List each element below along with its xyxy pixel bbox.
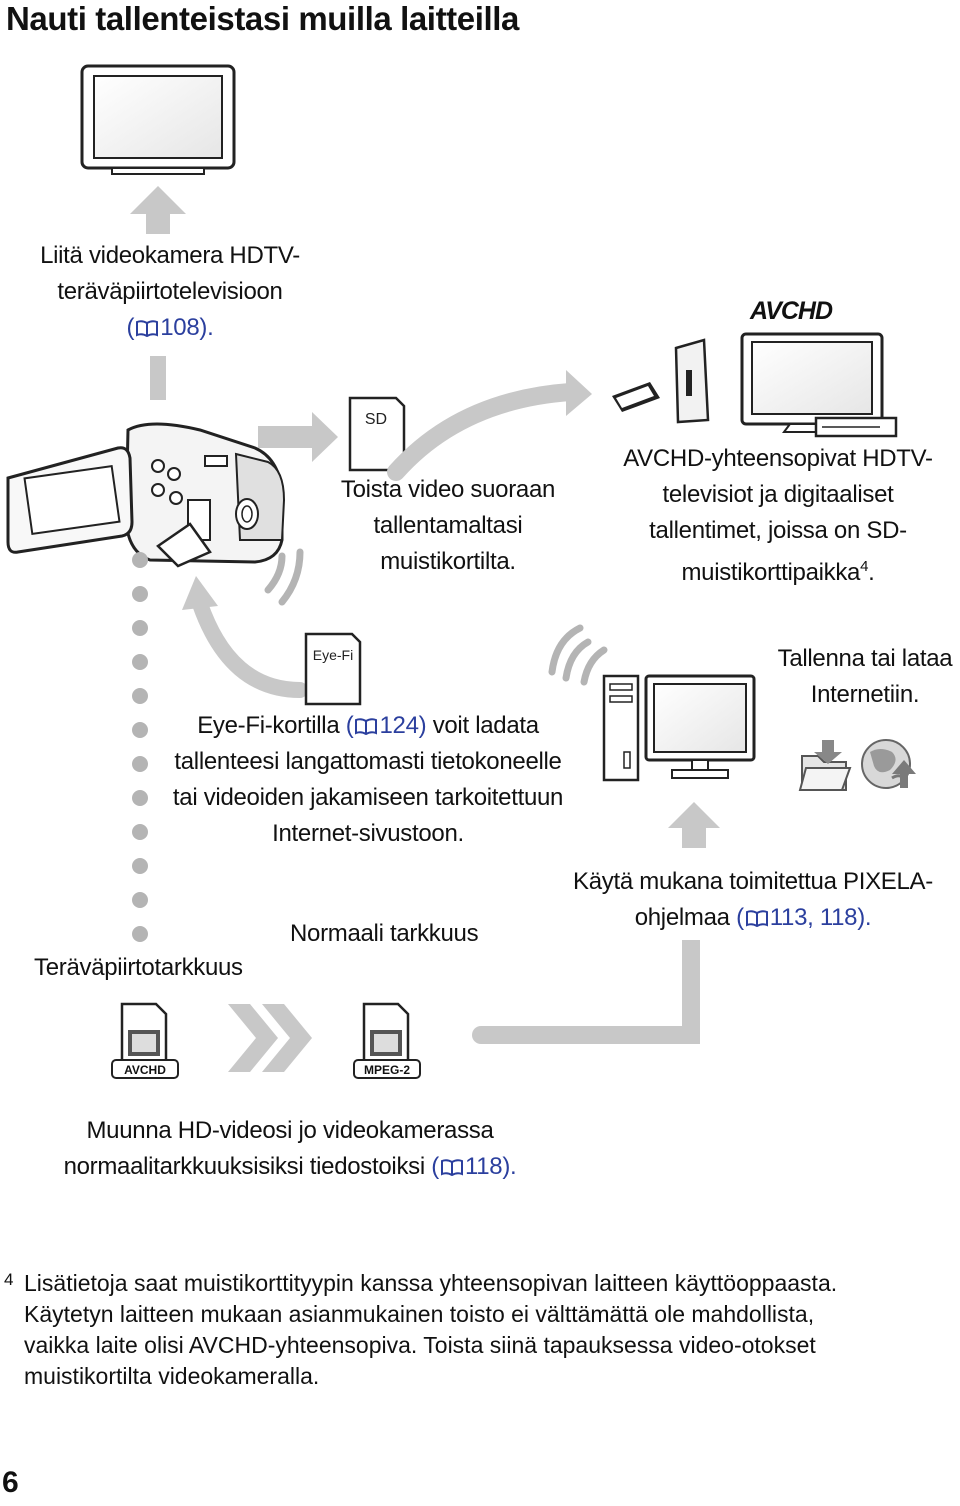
hdtv-caption: Liitä videokamera HDTV- teräväpiirtotele… bbox=[20, 238, 320, 346]
convert-caption-line: normaalitarkkuuksisiksi tiedostoiksi (11… bbox=[63, 1153, 517, 1180]
hdtv-caption-line: Liitä videokamera HDTV- bbox=[40, 242, 300, 269]
eyefi-page-ref[interactable]: (124) bbox=[345, 712, 427, 739]
avchd-file-icon: AVCHD bbox=[111, 1002, 179, 1079]
footnote-marker: 4 bbox=[860, 558, 869, 575]
wifi-waves-icon bbox=[548, 624, 608, 686]
footnote: 4 Lisätietoja saat muistikorttityypin ka… bbox=[4, 1268, 954, 1392]
avchd-tv-caption-line: tallentimet, joissa on SD- bbox=[649, 517, 907, 544]
internet-caption-line: Tallenna tai lataa bbox=[777, 645, 953, 672]
eyefi-card-icon bbox=[304, 632, 362, 706]
eyefi-caption-line: Eye-Fi-kortilla (124) voit ladata bbox=[197, 712, 539, 739]
avchd-tv-caption: AVCHD-yhteensopivat HDTV- televisiot ja … bbox=[608, 441, 948, 591]
pixela-page-ref[interactable]: (113, 118). bbox=[736, 904, 872, 931]
mpeg2-file-icon: MPEG-2 bbox=[353, 1002, 421, 1079]
sd-card-icon bbox=[348, 396, 406, 472]
hdtv-icon bbox=[80, 64, 236, 175]
wireless-waves-icon bbox=[264, 548, 304, 606]
footnote-line: Käytetyn laitteen mukaan asianmukainen t… bbox=[24, 1301, 815, 1327]
svg-text:MPEG-2: MPEG-2 bbox=[364, 1063, 410, 1077]
recorder-side-icon bbox=[674, 338, 710, 424]
internet-caption-line: Internetiin. bbox=[810, 681, 920, 708]
book-icon bbox=[136, 320, 159, 337]
double-chevron-icon bbox=[228, 1004, 312, 1072]
pixela-caption-line: ohjelmaa (113, 118). bbox=[634, 904, 872, 931]
folder-upload-icon bbox=[798, 740, 852, 791]
eyefi-card-label: Eye-Fi bbox=[313, 647, 353, 663]
footnote-line: vaikka laite olisi AVCHD-yhteensopiva. T… bbox=[24, 1332, 816, 1358]
curved-arrow-icon bbox=[387, 370, 592, 481]
convert-caption: Muunna HD-videosi jo videokamerassa norm… bbox=[20, 1113, 560, 1185]
book-icon bbox=[440, 1159, 463, 1176]
page-title: Nauti tallenteistasi muilla laitteilla bbox=[6, 0, 519, 37]
hd-quality-label: Teräväpiirtotarkkuus bbox=[34, 954, 243, 981]
pixela-caption-line: Käytä mukana toimitettua PIXELA- bbox=[573, 868, 933, 895]
svg-text:AVCHD: AVCHD bbox=[749, 297, 833, 325]
mini-sd-card-icon bbox=[612, 382, 660, 412]
eyefi-caption-line: tai videoiden jakamiseen tarkoitettuun bbox=[172, 784, 564, 811]
up-arrow-pc-icon bbox=[668, 802, 720, 848]
right-arrow-icon bbox=[258, 412, 338, 462]
hdtv-caption-line: teräväpiirtotelevisioon bbox=[57, 278, 283, 305]
connector-line bbox=[150, 356, 166, 400]
internet-caption: Tallenna tai lataa Internetiin. bbox=[760, 641, 960, 713]
footnote-marker: 4 bbox=[4, 1270, 14, 1289]
avchd-logo: AVCHD bbox=[749, 297, 834, 325]
svg-text:AVCHD: AVCHD bbox=[124, 1063, 166, 1077]
pixela-caption: Käytä mukana toimitettua PIXELA- ohjelma… bbox=[560, 864, 946, 936]
eyefi-caption: Eye-Fi-kortilla (124) voit ladata tallen… bbox=[156, 708, 580, 852]
sd-play-caption-line: tallentamaltasi bbox=[373, 512, 523, 539]
convert-caption-line: Muunna HD-videosi jo videokamerassa bbox=[86, 1117, 494, 1144]
avchd-tv-icon bbox=[740, 332, 898, 438]
sd-quality-label: Normaali tarkkuus bbox=[290, 920, 479, 947]
avchd-tv-caption-line: AVCHD-yhteensopivat HDTV- bbox=[623, 445, 933, 472]
hdtv-page-ref[interactable]: (108). bbox=[126, 314, 214, 341]
page-number: 6 bbox=[2, 1466, 19, 1499]
sd-play-caption-line: muistikortilta. bbox=[380, 548, 516, 575]
sd-play-caption: Toista video suoraan tallentamaltasi mui… bbox=[328, 472, 568, 580]
avchd-tv-caption-line: muistikorttipaikka4. bbox=[681, 558, 875, 586]
computer-icon bbox=[602, 674, 756, 782]
footnote-line: Lisätietoja saat muistikorttityypin kans… bbox=[24, 1270, 838, 1296]
book-icon bbox=[355, 718, 378, 735]
convert-page-ref[interactable]: (118). bbox=[431, 1153, 517, 1180]
footnote-line: muistikortilta videokameralla. bbox=[24, 1363, 320, 1389]
eyefi-caption-line: Internet-sivustoon. bbox=[272, 820, 464, 847]
camcorder-icon bbox=[6, 422, 286, 568]
up-arrow-icon bbox=[130, 186, 186, 234]
eyefi-caption-line: tallenteesi langattomasti tietokoneelle bbox=[174, 748, 562, 775]
dotted-connector bbox=[132, 552, 148, 942]
l-connector bbox=[472, 940, 700, 1044]
curved-up-arrow-icon bbox=[182, 576, 308, 698]
avchd-tv-caption-line: televisiot ja digitaaliset bbox=[662, 481, 894, 508]
globe-upload-icon bbox=[861, 739, 916, 789]
sd-card-label: SD bbox=[365, 411, 387, 428]
sd-play-caption-line: Toista video suoraan bbox=[340, 476, 556, 503]
book-icon bbox=[745, 910, 768, 927]
